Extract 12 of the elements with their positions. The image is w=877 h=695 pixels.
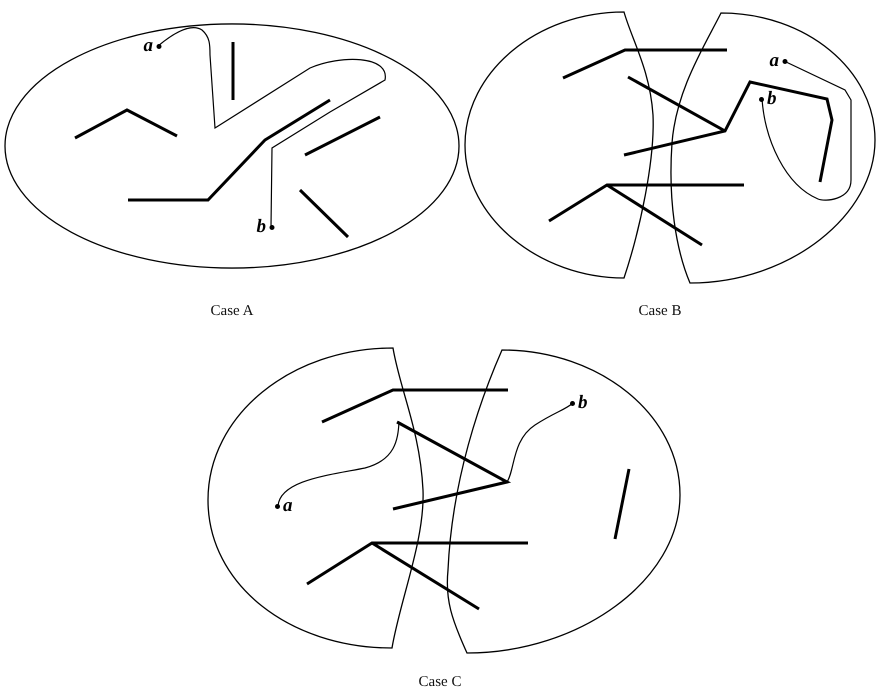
point-label: b — [570, 393, 588, 413]
point-label: b — [759, 89, 776, 109]
point-label: b — [256, 217, 274, 237]
path-curve — [158, 27, 386, 227]
case-caption: Case C — [418, 674, 462, 691]
path-curve — [277, 402, 574, 506]
case-caption: Case A — [210, 303, 254, 320]
point-label: a — [770, 51, 787, 71]
point-label: a — [275, 496, 292, 516]
point-label: a — [144, 36, 161, 56]
path-curve — [761, 60, 852, 201]
case-caption: Case B — [638, 303, 682, 320]
